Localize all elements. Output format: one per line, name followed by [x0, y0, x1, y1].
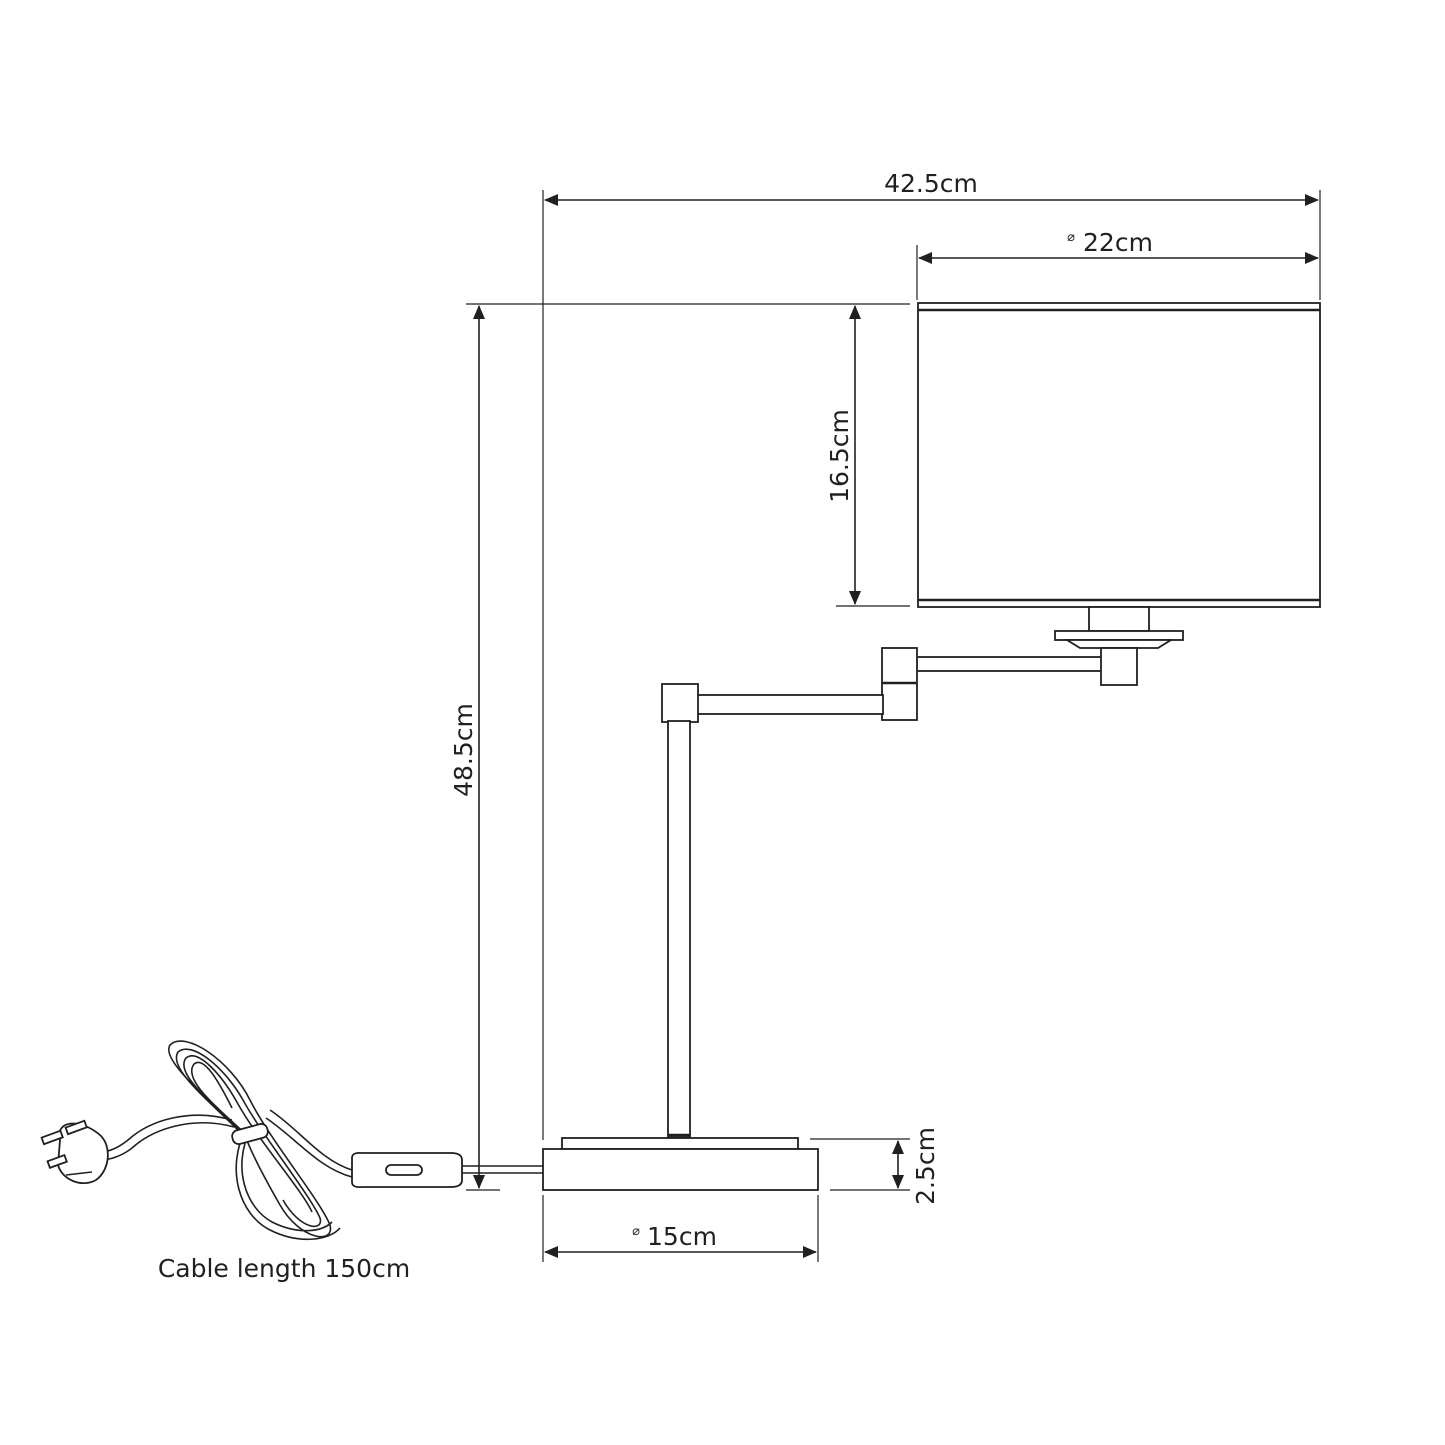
base-diameter-label: 15cm	[647, 1222, 717, 1251]
dim-shade-diameter: ⌀ 22cm	[916, 228, 1319, 300]
cable-length-label: Cable length 150cm	[158, 1254, 410, 1283]
total-height-label: 48.5cm	[449, 703, 478, 797]
power-cable	[40, 1040, 543, 1241]
total-width-label: 42.5cm	[884, 169, 978, 198]
lower-swing-arm	[661, 683, 884, 723]
base-height-label: 2.5cm	[911, 1127, 940, 1205]
shade-holder	[1054, 606, 1184, 649]
uk-plug-icon	[40, 1119, 109, 1185]
dim-base-height: 2.5cm	[810, 1127, 940, 1205]
shade-diameter-label: 22cm	[1083, 228, 1153, 257]
dim-shade-height: 16.5cm	[825, 305, 910, 607]
dim-total-width: 42.5cm	[542, 169, 1321, 1140]
lamp-shade	[917, 302, 1321, 608]
upper-swing-arm	[881, 647, 1138, 721]
diameter-symbol-shade: ⌀	[1067, 230, 1075, 245]
dim-total-height: 48.5cm	[449, 305, 500, 1191]
dim-base-diameter: ⌀ 15cm	[542, 1195, 819, 1262]
lamp-base	[542, 1137, 819, 1191]
cable-coil	[167, 1040, 341, 1241]
inline-switch	[351, 1151, 463, 1189]
diameter-symbol-base: ⌀	[632, 1224, 640, 1239]
shade-height-label: 16.5cm	[825, 409, 854, 503]
lamp-stem	[667, 720, 691, 1138]
cable-tie	[231, 1123, 269, 1145]
